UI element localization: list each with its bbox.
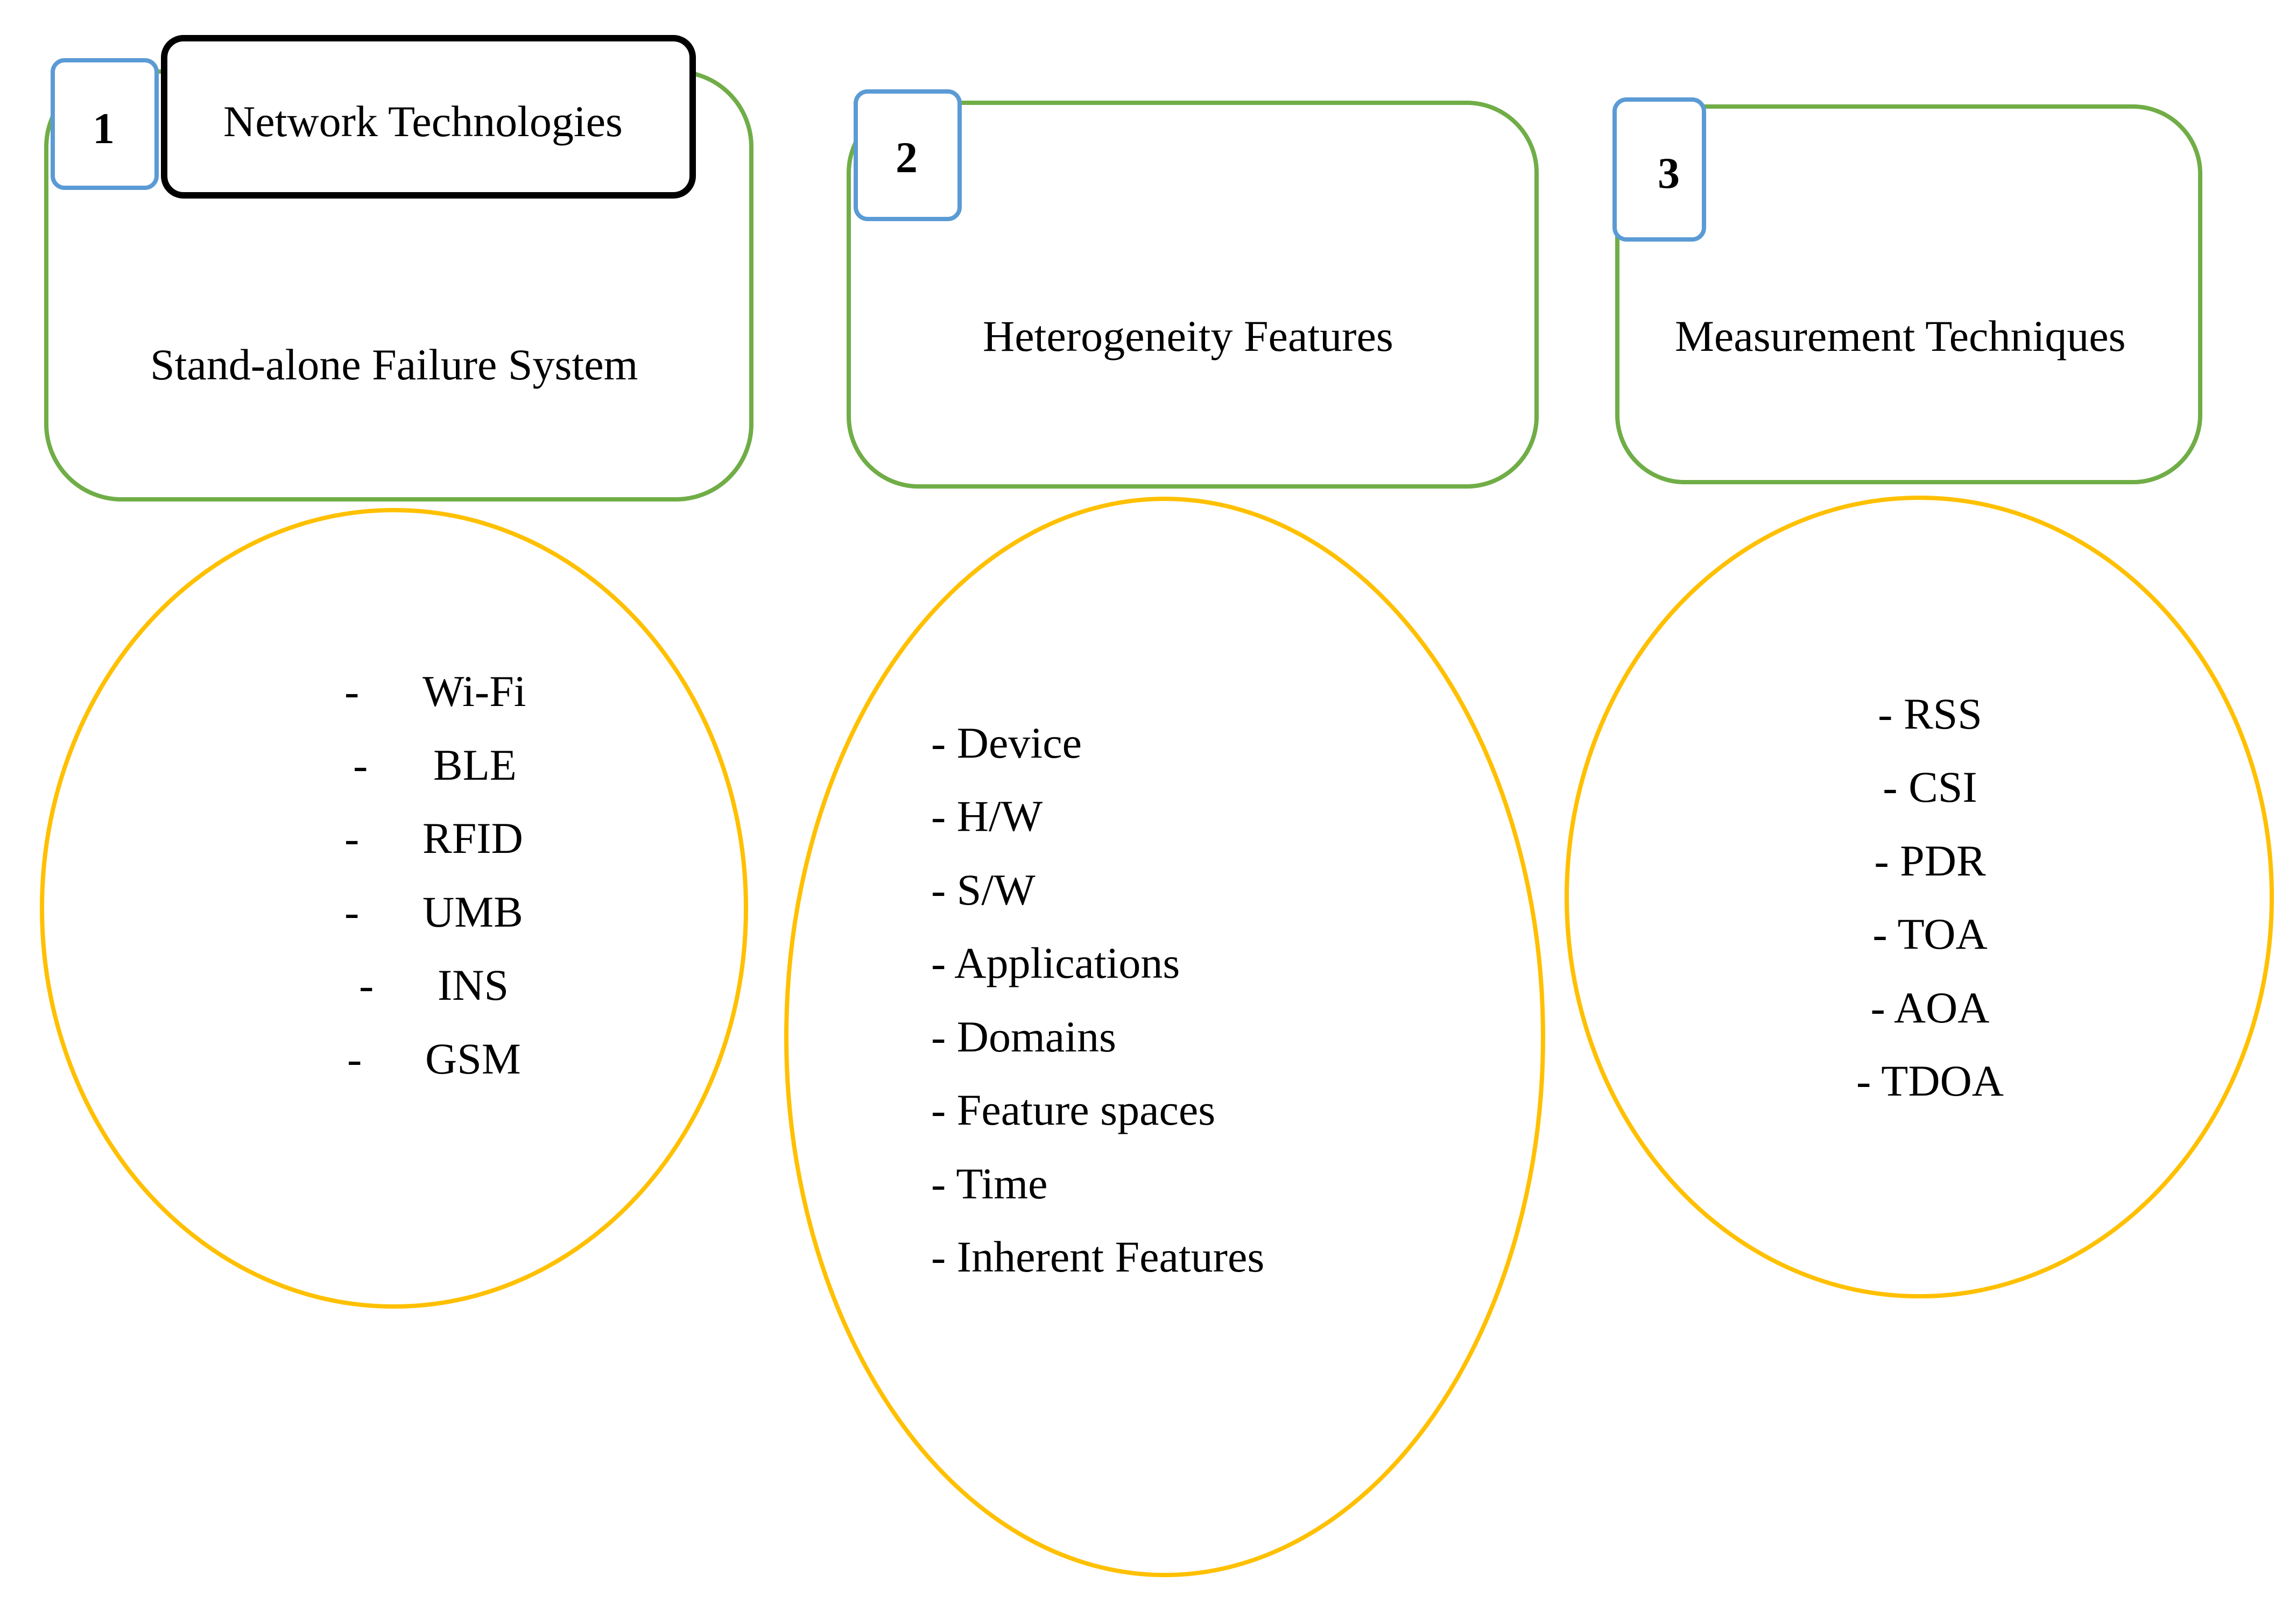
category-1-bullet: - <box>353 740 368 789</box>
category-3-item: - TOA <box>1872 909 1988 958</box>
category-1-title: Stand-alone Failure System <box>150 340 638 389</box>
category-2-ellipse <box>784 497 1545 1577</box>
category-2-item: - S/W <box>931 865 1036 914</box>
category-1-item: GSM <box>425 1034 521 1083</box>
number-badge-1 <box>51 58 159 190</box>
category-2-item: - Inherent Features <box>931 1232 1265 1281</box>
category-1-item: Wi-Fi <box>422 667 526 716</box>
category-1-item: UMB <box>422 887 523 936</box>
category-3-item: - AOA <box>1870 983 1990 1032</box>
number-badge-3-label: 3 <box>1658 149 1680 197</box>
category-3-item: - RSS <box>1878 689 1982 738</box>
category-2-item: - H/W <box>931 792 1043 841</box>
number-badge-2 <box>854 89 962 221</box>
category-2-item: - Domains <box>931 1012 1116 1061</box>
category-3-ellipse <box>1565 496 2274 1298</box>
category-1-bullet: - <box>344 814 360 863</box>
category-1-bullet: - <box>347 1034 362 1083</box>
category-3-item: - PDR <box>1874 836 1986 885</box>
category-3-box <box>1615 104 2202 484</box>
category-3-title: Measurement Techniques <box>1675 312 2126 361</box>
category-2-item: - Device <box>931 718 1082 767</box>
number-badge-3 <box>1612 97 1706 242</box>
category-2-box <box>847 101 1539 489</box>
category-1-item: BLE <box>433 740 517 789</box>
category-3-item: - CSI <box>1883 762 1977 811</box>
number-badge-2-label: 2 <box>896 133 918 182</box>
category-1-item: INS <box>438 961 509 1009</box>
category-3-item: - TDOA <box>1856 1056 2004 1105</box>
category-1-header: Network Technologies <box>223 97 623 146</box>
category-1-ellipse <box>40 508 748 1309</box>
category-1-bullet: - <box>359 961 374 1009</box>
category-1-item: RFID <box>422 814 523 863</box>
category-2-item: - Time <box>931 1159 1048 1208</box>
category-1-header-box <box>161 35 696 199</box>
category-1-bullet: - <box>344 887 360 936</box>
category-1-bullet: - <box>344 667 360 716</box>
category-2-item: - Applications <box>931 938 1180 987</box>
number-badge-1-label: 1 <box>93 104 115 153</box>
category-2-item: - Feature spaces <box>931 1085 1216 1134</box>
category-2-title: Heterogeneity Features <box>983 312 1393 361</box>
